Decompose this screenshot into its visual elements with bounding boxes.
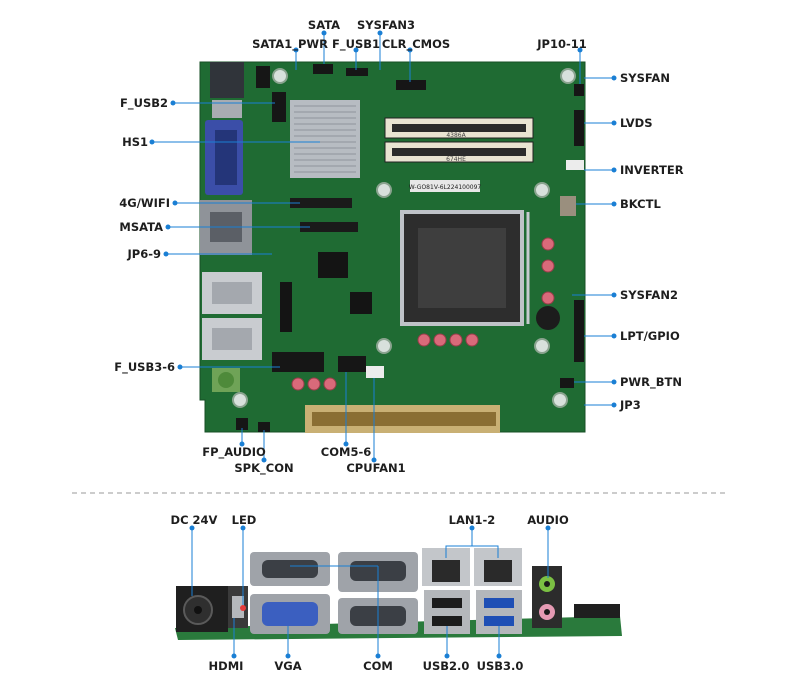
label-cpufan1: CPUFAN1 [346, 461, 405, 475]
label-msata: MSATA [119, 220, 163, 234]
label-dc24v: DC 24V [171, 513, 218, 527]
label-lan1-2: LAN1-2 [449, 513, 496, 527]
label-com: COM [363, 659, 393, 673]
label-clr-cmos: CLR_CMOS [382, 37, 450, 52]
board-serial: W-GO81V-6L224100097 [409, 184, 482, 191]
heatsink [290, 100, 360, 178]
label-sysfan2: SYSFAN2 [620, 288, 678, 302]
label-lpt-gpio: LPT/GPIO [620, 329, 680, 343]
label-lvds: LVDS [620, 116, 652, 130]
rear-io-view [175, 548, 622, 640]
label-sata1-pwr: SATA1_PWR [252, 37, 328, 52]
label-jp6-9: JP6-9 [127, 247, 161, 261]
label-sysfan3: SYSFAN3 [357, 18, 415, 32]
label-hs1: HS1 [122, 135, 148, 149]
label-f-usb1: F_USB1 [332, 37, 380, 52]
top-leader-lines [149, 30, 617, 463]
io-leader-lines [189, 525, 551, 659]
label-sata: SATA [308, 18, 340, 32]
label-pwr-btn: PWR_BTN [620, 375, 682, 390]
label-vga: VGA [274, 659, 301, 673]
msata-slot [300, 222, 358, 232]
label-fp-audio: FP_AUDIO [202, 445, 266, 460]
hdmi-top [212, 100, 242, 118]
label-jp10-11: JP10-11 [536, 37, 587, 51]
label-usb30: USB3.0 [477, 659, 524, 673]
io-labels: DC 24V LED LAN1-2 AUDIO HDMI VGA COM USB… [171, 513, 569, 673]
label-jp3: JP3 [619, 398, 641, 412]
label-4g-wifi: 4G/WIFI [119, 196, 170, 210]
label-inverter: INVERTER [620, 163, 684, 177]
label-f-usb2: F_USB2 [120, 96, 168, 111]
label-spk-con: SPK_CON [234, 461, 293, 476]
label-sysfan: SYSFAN [620, 71, 670, 85]
led-indicator [240, 605, 246, 611]
dc-jack-top [210, 62, 244, 98]
label-f-usb3-6: F_USB3-6 [114, 360, 175, 375]
label-usb20: USB2.0 [423, 659, 470, 673]
label-audio: AUDIO [527, 513, 569, 527]
dimm-b-label: 674HE [446, 156, 466, 163]
label-bkctl: BKCTL [620, 197, 661, 211]
label-com5-6: COM5-6 [321, 445, 371, 459]
motherboard-top-view: 4386A 674HE W-GO81V-6L224100097 [199, 61, 586, 433]
top-labels: SATA SYSFAN3 SATA1_PWR F_USB1 CLR_CMOS J… [114, 18, 683, 476]
m2-slot [290, 198, 352, 208]
label-led: LED [232, 513, 257, 527]
label-hdmi: HDMI [209, 659, 244, 673]
dimm-a-label: 4386A [446, 132, 466, 139]
